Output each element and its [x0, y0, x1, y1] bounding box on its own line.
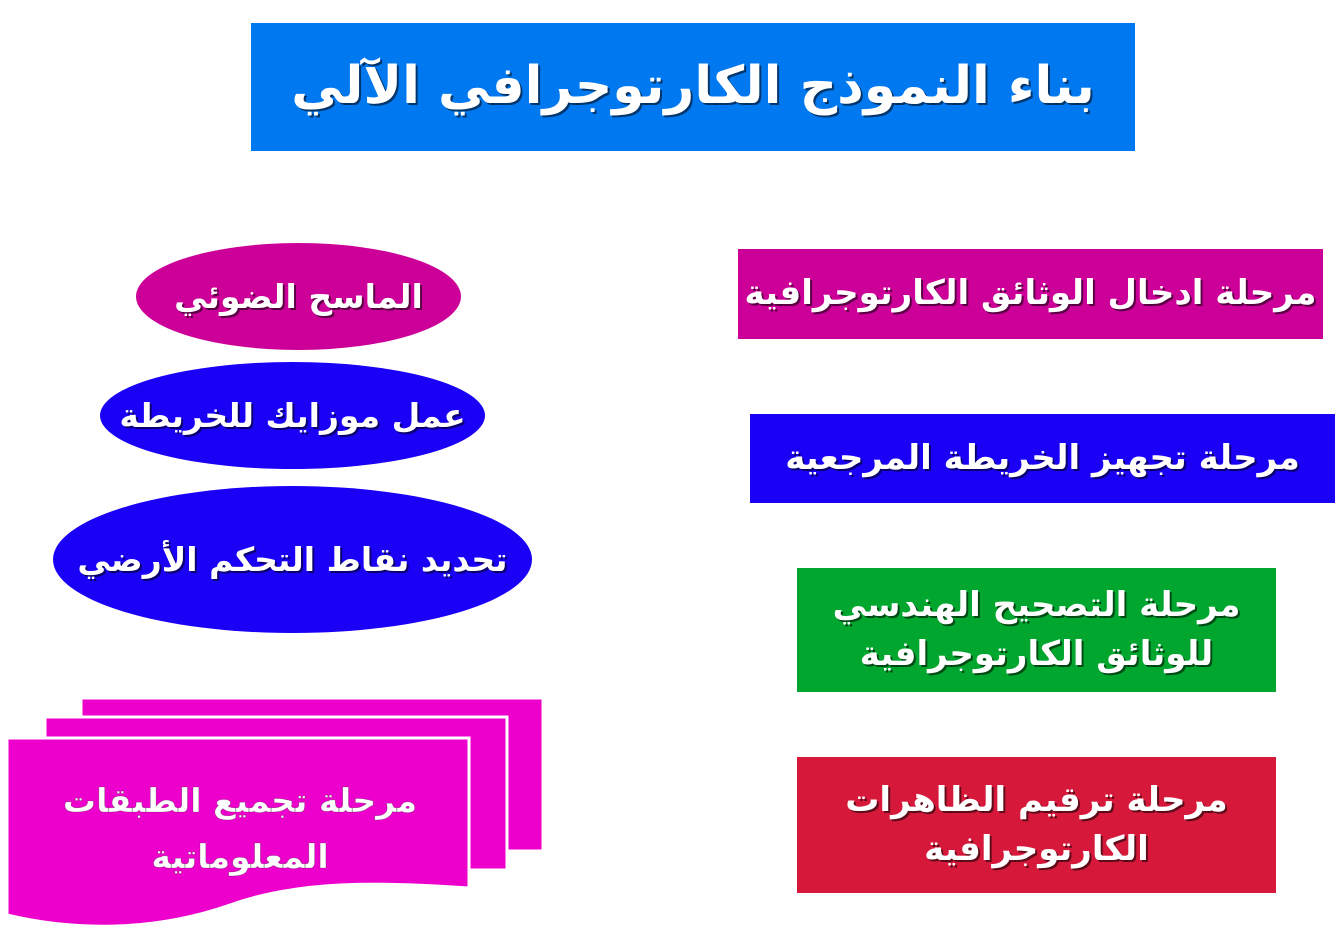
- stage-line: مرحلة ادخال الوثائق الكارتوجرافية: [744, 273, 1317, 314]
- diagram-title: بناء النموذج الكارتوجرافي الآلي: [291, 56, 1095, 117]
- stage-geometric-correction: مرحلة التصحيح الهندسي للوثائق الكارتوجرا…: [797, 568, 1276, 692]
- stage-line: للوثائق الكارتوجرافية: [859, 634, 1214, 674]
- ellipse-label: عمل موزايك للخريطة: [119, 395, 466, 435]
- stage-feature-digitizing: مرحلة ترقيم الظاهرات الكارتوجرافية: [797, 757, 1276, 893]
- document-stack-stage: مرحلة تجميع الطبقات المعلوماتية: [0, 690, 560, 936]
- title-box: بناء النموذج الكارتوجرافي الآلي: [251, 23, 1135, 151]
- document-stage-line: المعلوماتية: [151, 837, 328, 877]
- stage-reference-map: مرحلة تجهيز الخريطة المرجعية: [750, 414, 1335, 503]
- stage-label: مرحلة تجهيز الخريطة المرجعية: [785, 434, 1300, 483]
- ellipse-mosaic: عمل موزايك للخريطة: [100, 362, 485, 469]
- stage-line: مرحلة التصحيح الهندسي: [832, 584, 1241, 625]
- document-stage-line: مرحلة تجميع الطبقات: [63, 781, 417, 821]
- ellipse-scanner: الماسح الضوئي: [136, 243, 461, 350]
- ellipse-ground-control-points: تحديد نقاط التحكم الأرضي: [53, 486, 532, 633]
- document-sheet-front: [5, 736, 471, 928]
- ellipse-label: الماسح الضوئي: [174, 276, 423, 316]
- stage-line: مرحلة ترقيم الظاهرات: [845, 779, 1228, 820]
- stage-data-entry: مرحلة ادخال الوثائق الكارتوجرافية: [738, 249, 1323, 339]
- stage-label: مرحلة ادخال الوثائق الكارتوجرافية: [745, 269, 1317, 318]
- multi-document-shape: مرحلة تجميع الطبقات المعلوماتية: [5, 696, 545, 928]
- ellipse-label: تحديد نقاط التحكم الأرضي: [77, 539, 508, 579]
- stage-label: مرحلة ترقيم الظاهرات الكارتوجرافية: [845, 776, 1227, 875]
- stage-line: الكارتوجرافية: [924, 829, 1149, 869]
- stage-label: مرحلة التصحيح الهندسي للوثائق الكارتوجرا…: [833, 581, 1241, 680]
- stage-line: مرحلة تجهيز الخريطة المرجعية: [785, 437, 1300, 478]
